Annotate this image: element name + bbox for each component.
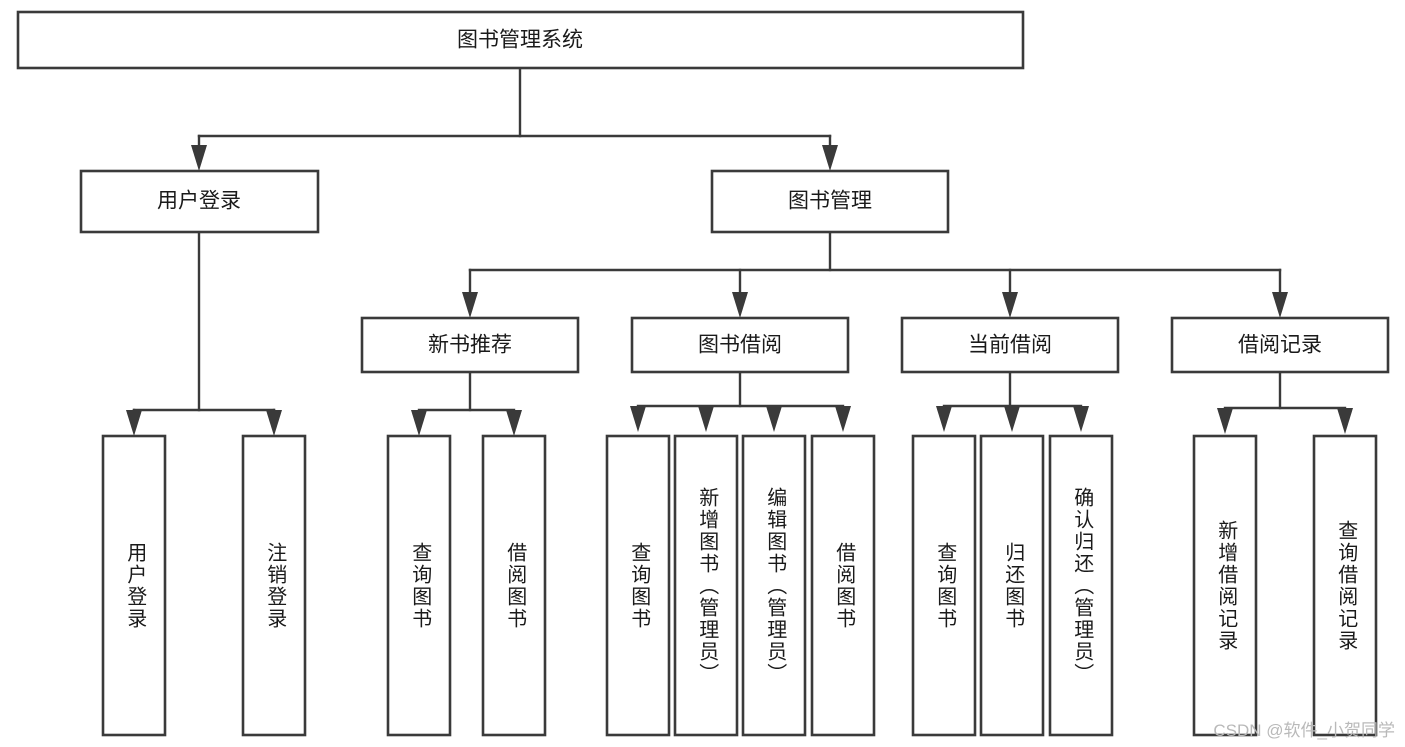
- leaf-node[interactable]: 新增借阅记录: [1192, 434, 1258, 737]
- node-book-manage-box[interactable]: [710, 169, 950, 234]
- node-borrow-record-box[interactable]: [1170, 316, 1390, 374]
- leaf-book-borrow-1-box[interactable]: [673, 434, 739, 737]
- arrowhead-leaf-book-borrow-3: [835, 406, 851, 432]
- leaf-current-borrow-2-label: 确认归还（管理员）: [1071, 487, 1094, 685]
- leaf-new-book-rec-0-box[interactable]: [386, 434, 452, 737]
- node-new-book-rec-box[interactable]: [360, 316, 580, 374]
- leaf-node[interactable]: 用户登录: [101, 434, 167, 737]
- leaf-current-borrow-1-box[interactable]: [979, 434, 1045, 737]
- arrowhead-leaf-user-login-0: [126, 410, 142, 436]
- connector-group-root: [191, 66, 838, 171]
- leaf-borrow-record-1-box[interactable]: [1312, 434, 1378, 737]
- leaf-user-login-0-box[interactable]: [101, 434, 167, 737]
- node-book-manage[interactable]: 图书管理: [710, 169, 950, 234]
- leaf-new-book-rec-0-label: 查询图书: [409, 542, 432, 630]
- leaf-borrow-record-1-label: 查询借阅记录: [1335, 520, 1358, 652]
- arrowhead-leaf-borrow-record-1: [1337, 408, 1353, 434]
- node-current-borrow[interactable]: 当前借阅: [900, 316, 1120, 374]
- leaf-node[interactable]: 查询图书: [605, 434, 671, 737]
- leaf-node[interactable]: 归还图书: [979, 434, 1045, 737]
- leaf-node[interactable]: 注销登录: [241, 434, 307, 737]
- connector-group-book-borrow: [630, 370, 851, 432]
- leaf-book-borrow-3-box[interactable]: [810, 434, 876, 737]
- node-current-borrow-label: 当前借阅: [968, 334, 1052, 357]
- node-user-login-box[interactable]: [79, 169, 320, 234]
- node-current-borrow-box[interactable]: [900, 316, 1120, 374]
- leaf-node[interactable]: 查询借阅记录: [1312, 434, 1378, 737]
- arrowhead-leaf-current-borrow-0: [936, 406, 952, 432]
- leaf-node[interactable]: 编辑图书（管理员）: [741, 434, 807, 737]
- leaf-node[interactable]: 查询图书: [911, 434, 977, 737]
- leaf-book-borrow-0-box[interactable]: [605, 434, 671, 737]
- connector-group-user-login: [126, 230, 282, 436]
- node-user-login[interactable]: 用户登录: [79, 169, 320, 234]
- leaf-book-borrow-2-box[interactable]: [741, 434, 807, 737]
- node-user-login-label: 用户登录: [157, 190, 241, 213]
- arrowhead-leaf-current-borrow-1: [1004, 406, 1020, 432]
- connector-group-current-borrow: [936, 370, 1089, 432]
- arrowhead-new-book-rec: [462, 292, 478, 318]
- leaf-new-book-rec-1-box[interactable]: [481, 434, 547, 737]
- leaf-new-book-rec-1-label: 借阅图书: [504, 542, 527, 630]
- connector-group-borrow-record: [1217, 370, 1353, 434]
- arrowhead-current-borrow: [1002, 292, 1018, 318]
- arrowhead-book-borrow: [732, 292, 748, 318]
- node-root[interactable]: 图书管理系统: [16, 10, 1025, 70]
- arrowhead-leaf-book-borrow-2: [766, 406, 782, 432]
- node-root-label: 图书管理系统: [457, 29, 583, 52]
- node-book-borrow-label: 图书借阅: [698, 334, 782, 357]
- node-borrow-record-label: 借阅记录: [1238, 334, 1322, 357]
- leaf-book-borrow-0-label: 查询图书: [628, 542, 651, 630]
- leaf-book-borrow-3-label: 借阅图书: [833, 542, 856, 630]
- leaf-node[interactable]: 借阅图书: [810, 434, 876, 737]
- node-book-borrow[interactable]: 图书借阅: [630, 316, 850, 374]
- connector-group-new-book-rec: [411, 370, 522, 436]
- leaf-current-borrow-2-box[interactable]: [1048, 434, 1114, 737]
- leaf-book-borrow-2-label: 编辑图书（管理员）: [764, 487, 787, 685]
- arrowhead-leaf-user-login-1: [266, 410, 282, 436]
- leaf-current-borrow-0-label: 查询图书: [934, 542, 957, 630]
- arrowhead-leaf-borrow-record-0: [1217, 408, 1233, 434]
- leaf-node[interactable]: 新增图书（管理员）: [673, 434, 739, 737]
- node-new-book-rec[interactable]: 新书推荐: [360, 316, 580, 374]
- leaf-borrow-record-0-label: 新增借阅记录: [1215, 520, 1238, 652]
- arrowhead-user-login: [191, 145, 207, 171]
- leaf-book-borrow-1-label: 新增图书（管理员）: [696, 487, 719, 685]
- arrowhead-leaf-book-borrow-1: [698, 406, 714, 432]
- leaf-current-borrow-1-label: 归还图书: [1002, 542, 1025, 630]
- node-book-manage-label: 图书管理: [788, 190, 872, 213]
- leaf-user-login-1-box[interactable]: [241, 434, 307, 737]
- leaf-node[interactable]: 查询图书: [386, 434, 452, 737]
- connector-group-book-manage: [462, 230, 1288, 318]
- node-borrow-record[interactable]: 借阅记录: [1170, 316, 1390, 374]
- leaf-current-borrow-0-box[interactable]: [911, 434, 977, 737]
- node-book-borrow-box[interactable]: [630, 316, 850, 374]
- leaf-user-login-0-label: 用户登录: [124, 542, 147, 630]
- node-root-box[interactable]: [16, 10, 1025, 70]
- arrowhead-book-manage: [822, 145, 838, 171]
- arrowhead-borrow-record: [1272, 292, 1288, 318]
- arrowhead-leaf-new-book-rec-0: [411, 410, 427, 436]
- arrowhead-leaf-new-book-rec-1: [506, 410, 522, 436]
- node-new-book-rec-label: 新书推荐: [428, 334, 512, 357]
- arrowhead-leaf-current-borrow-2: [1073, 406, 1089, 432]
- leaf-user-login-1-label: 注销登录: [264, 542, 287, 630]
- leaf-borrow-record-0-box[interactable]: [1192, 434, 1258, 737]
- arrowhead-leaf-book-borrow-0: [630, 406, 646, 432]
- leaf-node[interactable]: 确认归还（管理员）: [1048, 434, 1114, 737]
- leaf-node[interactable]: 借阅图书: [481, 434, 547, 737]
